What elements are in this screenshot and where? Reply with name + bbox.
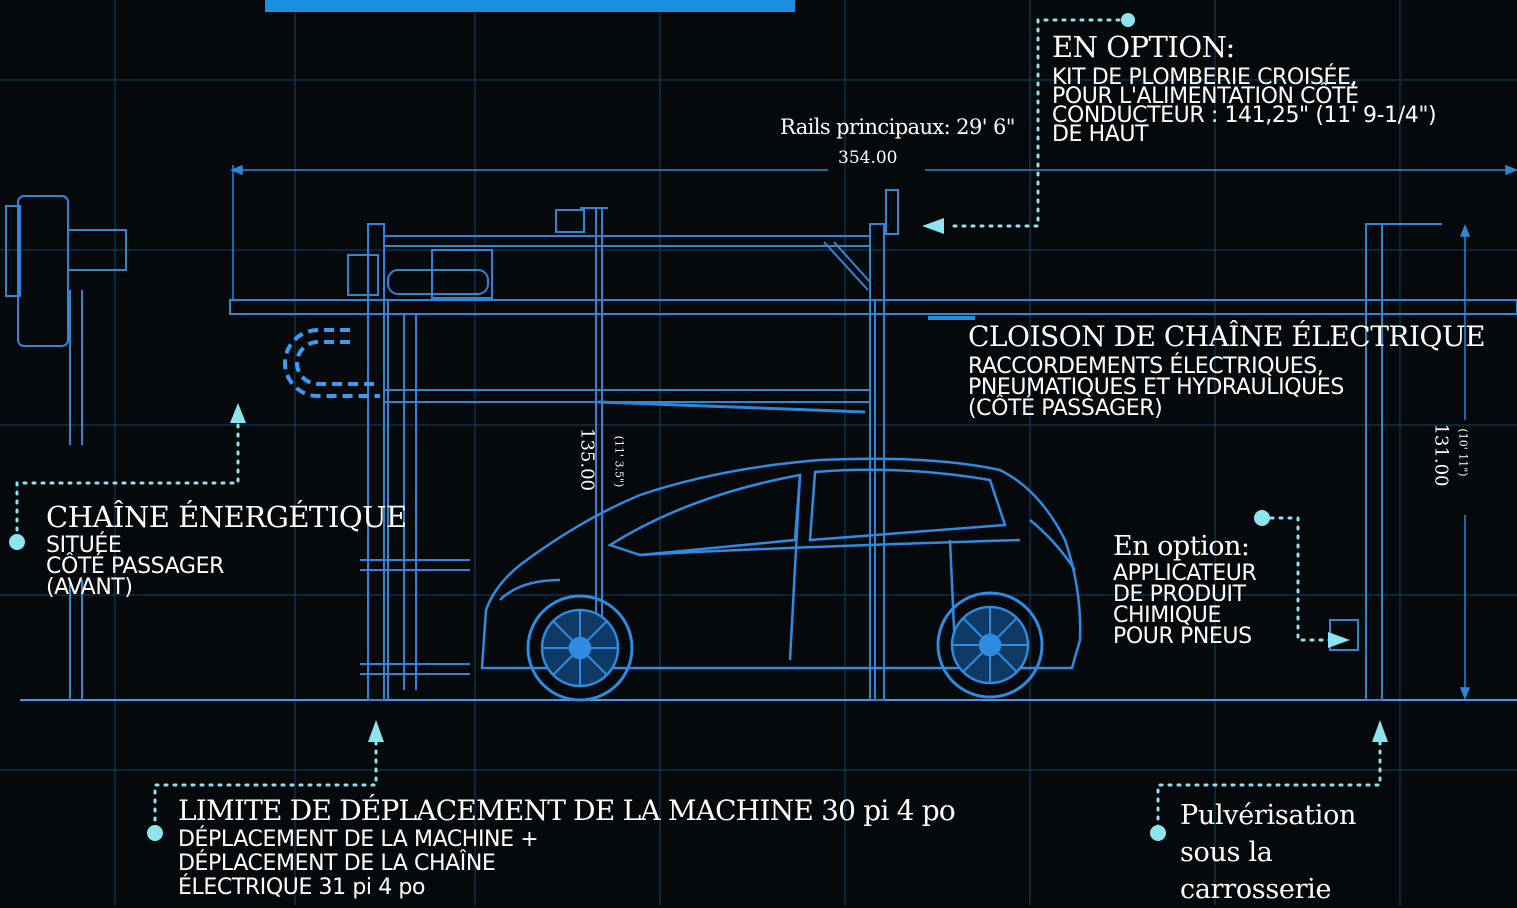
height-inner-feet: (11' 3.5") (612, 435, 626, 488)
rails-label: Rails principaux: 29' 6" (780, 115, 1015, 139)
limite-line: DÉPLACEMENT DE LA CHAÎNE (178, 851, 496, 876)
spray-callout: Pulvérisation sous la carrosserie (1180, 797, 1356, 908)
option-plumbing-line: POUR L'ALIMENTATION CÔTÉ (1052, 84, 1359, 109)
option-tire-line: POUR PNEUS (1113, 624, 1252, 649)
rails-dimension-line (229, 164, 1517, 300)
option-plumbing-line: CONDUCTEUR : 141,25" (11' 9-1/4") (1052, 103, 1437, 128)
energy-chain (283, 328, 380, 398)
main-rail-beam (229, 299, 1517, 320)
chaine-text: SITUÉE CÔTÉ PASSAGER (AVANT) (46, 533, 407, 600)
cloison-title: CLOISON DE CHAÎNE ÉLECTRIQUE (968, 320, 1486, 353)
option-tire-text: APPLICATEUR DE PRODUIT CHIMIQUE POUR PNE… (1113, 561, 1257, 649)
cloison-line: PNEUMATIQUES ET HYDRAULIQUES (968, 375, 1344, 400)
left-machine-unit (5, 195, 127, 700)
chaine-line: (AVANT) (46, 575, 133, 600)
height-outer-value: 131.00 (1430, 423, 1452, 487)
option-tire-callout: En option: APPLICATEUR DE PRODUIT CHIMIQ… (1113, 531, 1257, 649)
option-plumbing-text: KIT DE PLOMBERIE CROISÉE, POUR L'ALIMENT… (1052, 65, 1437, 147)
car-illustration (480, 457, 1082, 702)
rails-value: 354.00 (838, 148, 898, 168)
leader-lines (15, 18, 1382, 834)
limite-text: DÉPLACEMENT DE LA MACHINE + DÉPLACEMENT … (178, 828, 955, 900)
chaine-title: CHAÎNE ÉNERGÉTIQUE (46, 500, 407, 534)
cloison-line: RACCORDEMENTS ÉLECTRIQUES, (968, 354, 1324, 379)
limite-title: LIMITE DE DÉPLACEMENT DE LA MACHINE 30 p… (178, 794, 956, 827)
chaine-line: SITUÉE (46, 533, 122, 558)
leader-dots (9, 13, 1388, 841)
cloison-line: (CÔTÉ PASSAGER) (968, 396, 1163, 421)
height-outer-feet: (10' 11") (1456, 428, 1470, 477)
option-plumbing-line: DE HAUT (1052, 122, 1149, 147)
cloison-callout: CLOISON DE CHAÎNE ÉLECTRIQUE RACCORDEMEN… (968, 320, 1486, 421)
option-plumbing-title: EN OPTION: (1052, 30, 1235, 64)
height-dimensions (1459, 223, 1471, 701)
option-plumbing-callout: EN OPTION: KIT DE PLOMBERIE CROISÉE, POU… (1052, 30, 1437, 147)
top-bar (265, 0, 795, 12)
spray-line: sous la (1180, 837, 1273, 868)
cloison-text: RACCORDEMENTS ÉLECTRIQUES, PNEUMATIQUES … (968, 354, 1485, 421)
spray-line: carrosserie (1180, 874, 1332, 905)
chaine-callout: CHAÎNE ÉNERGÉTIQUE SITUÉE CÔTÉ PASSAGER … (46, 500, 407, 600)
option-plumbing-line: KIT DE PLOMBERIE CROISÉE, (1052, 65, 1358, 90)
option-tire-line: DE PRODUIT (1113, 582, 1246, 607)
right-frame (1329, 223, 1442, 701)
gantry-frame (347, 189, 899, 701)
spray-line: Pulvérisation (1180, 800, 1357, 831)
option-tire-line: CHIMIQUE (1113, 603, 1221, 628)
limite-line: ÉLECTRIQUE 31 pi 4 po (178, 875, 426, 900)
option-tire-title: En option: (1113, 531, 1250, 562)
option-tire-line: APPLICATEUR (1113, 561, 1257, 586)
limite-line: DÉPLACEMENT DE LA MACHINE + (178, 827, 539, 852)
chaine-line: CÔTÉ PASSAGER (46, 554, 224, 579)
height-inner-value: 135.00 (576, 428, 598, 491)
limite-callout: LIMITE DE DÉPLACEMENT DE LA MACHINE 30 p… (178, 794, 956, 900)
